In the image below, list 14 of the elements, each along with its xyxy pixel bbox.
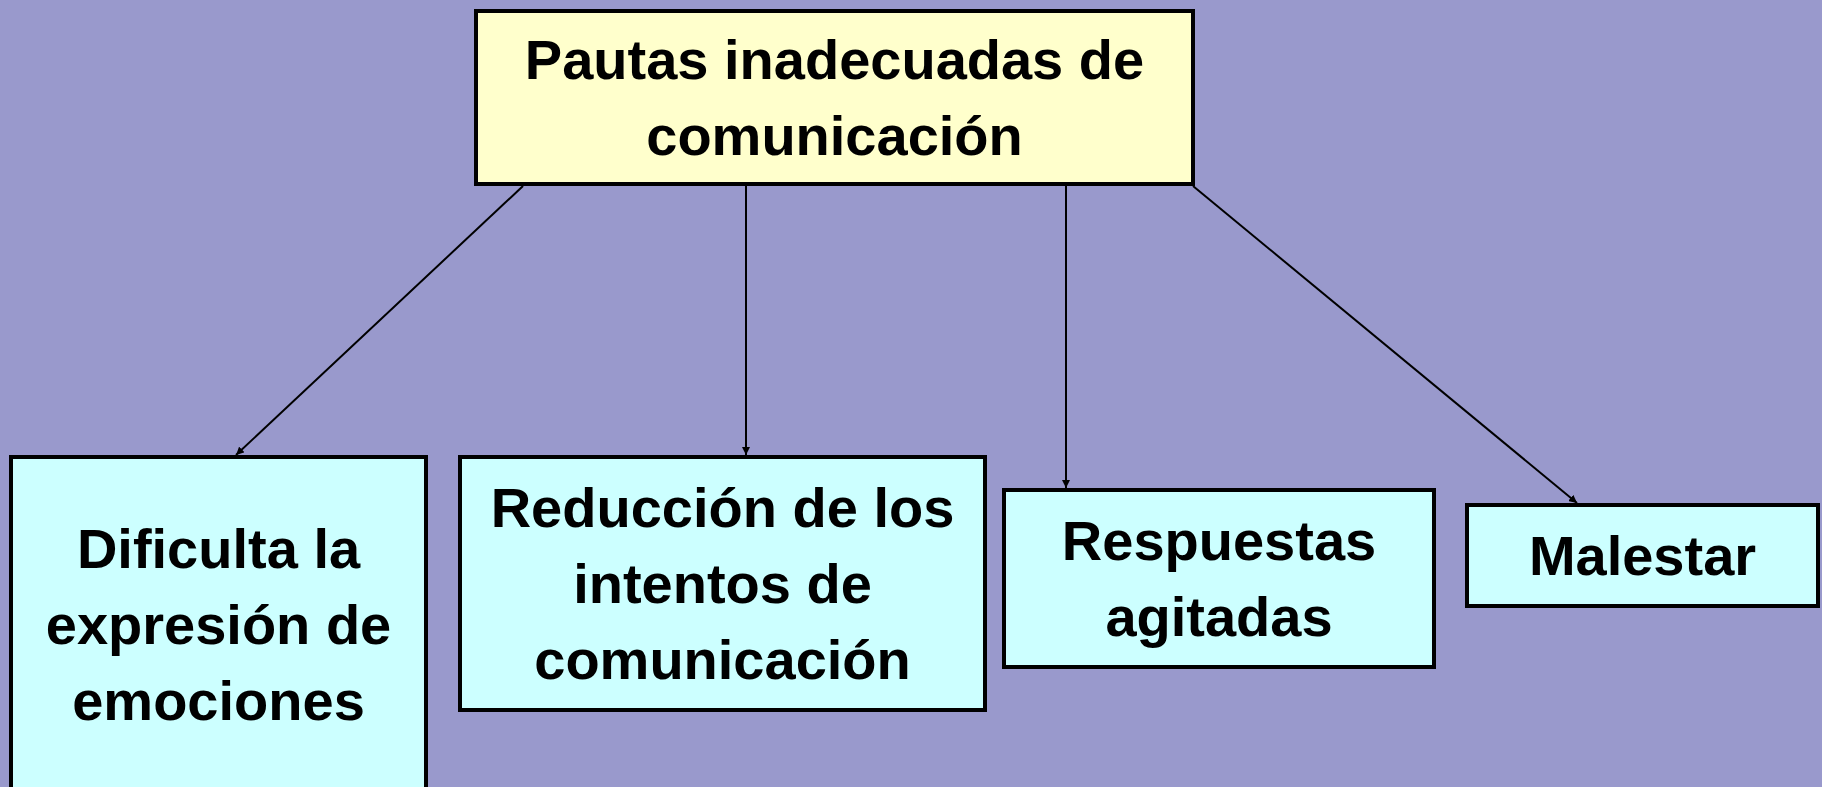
arrow (235, 185, 524, 456)
header-box (474, 9, 1195, 186)
arrow (1192, 185, 1578, 504)
concept-box (1465, 503, 1820, 608)
arrow (742, 185, 750, 456)
box-label: Malestar (1528, 522, 1757, 589)
concept-box (9, 455, 428, 787)
box-label: Reducción de los intentos de comunicación (489, 474, 956, 693)
box-label: Respuestas agitadas (1060, 507, 1378, 650)
concept-box (1002, 488, 1436, 669)
arrow (1062, 185, 1070, 489)
box-label: Dificulta la expresión de emociones (44, 516, 393, 734)
concept-box (458, 455, 987, 712)
box-label: Pautas inadecuadas de comunicación (523, 26, 1146, 169)
